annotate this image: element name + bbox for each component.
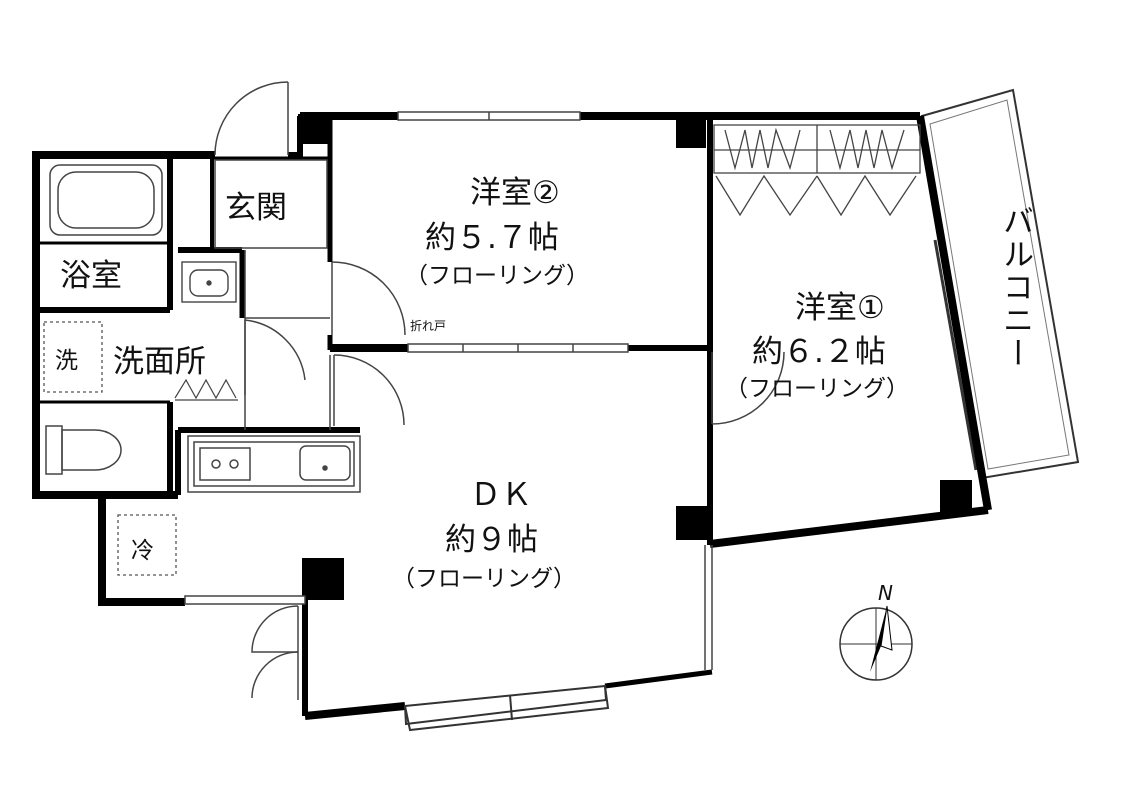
fridge-label: 冷	[131, 538, 154, 564]
room2-floor: （フローリング）	[405, 263, 589, 289]
closet-room1	[713, 124, 921, 217]
washer-label: 洗	[55, 348, 78, 374]
interior-walls	[40, 120, 713, 545]
washroom-folding-door[interactable]	[174, 378, 238, 401]
folding-door-label: 折れ戸	[410, 318, 446, 333]
room1-door[interactable]	[711, 351, 785, 425]
dk-right-wall	[704, 545, 713, 670]
washbasin	[181, 261, 237, 303]
fridge-space	[117, 514, 177, 576]
room2-door[interactable]	[331, 261, 406, 336]
window-room2-top	[397, 111, 581, 121]
room2-name: 洋室②	[470, 175, 560, 211]
washroom-label: 洗面所	[113, 344, 206, 380]
dk-name: ＤＫ	[470, 477, 532, 513]
kitchen-counter	[187, 435, 361, 493]
washroom-door[interactable]	[244, 319, 306, 395]
room1-floor: （フローリング）	[725, 376, 909, 402]
toilet	[45, 425, 122, 475]
dk-area: 約９帖	[445, 522, 538, 558]
room1-name: 洋室①	[795, 290, 885, 326]
washer-space	[43, 321, 103, 393]
dk-door[interactable]	[333, 354, 405, 426]
dk-exit-doors[interactable]	[184, 595, 306, 700]
bathtub	[49, 164, 163, 236]
exterior-walls	[32, 112, 992, 720]
compass-north-label: N	[878, 581, 893, 605]
balcony-label: バルコニー	[997, 205, 1033, 370]
compass-arrow-icon	[870, 606, 887, 672]
dk-window-bottom	[403, 684, 610, 732]
north-compass: N	[839, 581, 913, 681]
room2-area: 約５.７帖	[425, 220, 559, 256]
partition-room2-dk	[407, 343, 629, 353]
entrance-label: 玄関	[225, 190, 287, 226]
bathroom-label: 浴室	[60, 258, 122, 294]
room-labels: 洋室② 約５.７帖 （フローリング） 洋室① 約６.２帖 （フローリング） ＤＫ…	[60, 175, 1033, 592]
structural-columns	[298, 114, 972, 600]
dk-floor: （フローリング）	[392, 566, 576, 592]
room1-area: 約６.２帖	[752, 334, 886, 370]
